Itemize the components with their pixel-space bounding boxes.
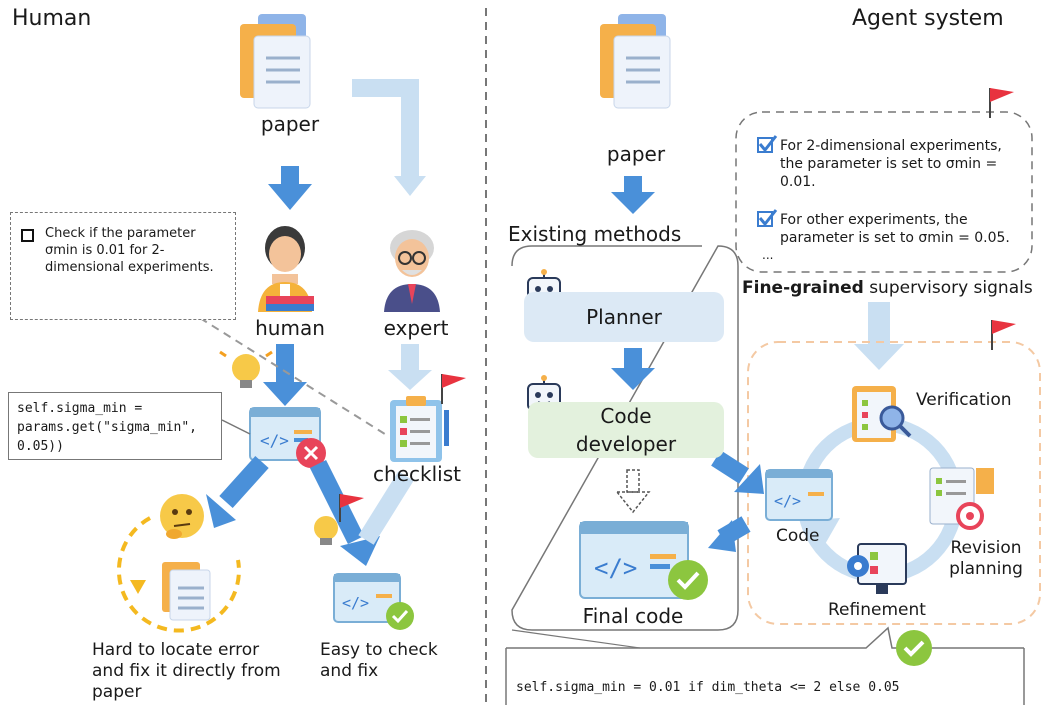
paper-label: paper [260, 112, 320, 136]
note-connector [199, 317, 389, 437]
thinking-face-icon [160, 494, 204, 539]
flag-icon-cycle [991, 320, 1016, 350]
verification-icon [852, 386, 912, 442]
planner-box: Planner [524, 292, 724, 342]
lightbulb-icon [219, 350, 273, 388]
paper-icon [240, 14, 311, 109]
existing-methods-label: Existing methods [508, 222, 682, 246]
arrow-paper-existing [611, 176, 655, 214]
svg-text:</>: </> [594, 554, 637, 582]
revision-label: Revision planning [949, 538, 1023, 579]
final-code-label: Final code [582, 604, 684, 628]
fixed-code-callout-top [506, 626, 1024, 649]
wrong-code-line-3: 0.05)) [17, 439, 64, 454]
arrow-cycle-final [708, 516, 751, 552]
lightbulb-icon-small [314, 516, 338, 545]
check-note-box: Check if the parameter σmin is 0.01 for … [10, 212, 236, 320]
signals-caption: Fine-grained supervisory signals [742, 278, 1033, 298]
human-icon [258, 226, 314, 312]
signal-item-2: For other experiments, the parameter is … [780, 212, 1010, 246]
refinement-icon [847, 543, 907, 594]
signal-more: ... [762, 248, 774, 262]
expert-icon [384, 230, 440, 312]
human-label: human [255, 316, 325, 340]
code-icon-cycle: </> [765, 469, 833, 521]
svg-text:</>: </> [260, 431, 289, 450]
paper-icon-right [600, 14, 671, 109]
arrow-developer-cycle [711, 450, 764, 494]
checklist-icon [390, 396, 449, 462]
code-window-ok-icon: </> [333, 573, 401, 623]
easy-label: Easy to check and fix [320, 640, 438, 681]
existing-methods-frame [511, 245, 739, 631]
revision-planning-icon [929, 467, 994, 530]
flag-icon-small [339, 494, 364, 522]
agent-heading: Agent system [852, 6, 1004, 31]
code-callout-line [221, 419, 251, 435]
arrow-developer-final [615, 469, 651, 514]
paper-icon-small [162, 562, 211, 621]
developer-box: Code developer [528, 402, 724, 458]
arrow-expert-checklist [388, 344, 432, 390]
human-heading: Human [12, 6, 92, 31]
arrow-planner-developer [611, 348, 655, 390]
checkbox-icon-1 [757, 135, 778, 153]
paper-label-right: paper [606, 142, 666, 166]
arrow-code-easy [309, 459, 380, 566]
flag-icon [441, 374, 466, 404]
arrow-paper-human [268, 166, 312, 210]
arrow-code-hard [206, 455, 269, 528]
expert-label: expert [383, 316, 449, 340]
hard-label: Hard to locate error and fix it directly… [92, 640, 281, 702]
checkbox-square [21, 229, 34, 242]
check-note-text: Check if the parameter σmin is 0.01 for … [45, 226, 214, 275]
check-circle-icon [386, 602, 414, 630]
developer-label: Code developer [575, 404, 677, 456]
signals-frame [735, 111, 1033, 273]
signal-item-1: For 2-dimensional experiments, the param… [780, 138, 1002, 190]
error-x-icon [296, 438, 326, 468]
signals-caption-rest: supervisory signals [869, 278, 1033, 298]
arrow-checklist-easy [358, 471, 414, 545]
planner-label: Planner [586, 305, 662, 329]
arrow-paper-expert [352, 79, 426, 196]
flag-icon-signals [989, 88, 1014, 118]
arrow-signals-cycle [854, 302, 904, 370]
wrong-code-line-1: self.sigma_min = [17, 401, 143, 416]
confusion-loop [116, 516, 241, 633]
fixed-code-line: self.sigma_min = 0.01 if dim_theta <= 2 … [516, 680, 900, 695]
code-label: Code [776, 526, 820, 546]
svg-text:</>: </> [342, 594, 369, 612]
checkbox-icon-2 [757, 209, 778, 227]
check-circle-icon-final [668, 560, 708, 600]
checklist-label: checklist [373, 462, 461, 486]
refinement-label: Refinement [828, 600, 926, 620]
signals-caption-bold: Fine-grained [742, 278, 864, 298]
svg-text:</>: </> [774, 492, 801, 510]
wrong-code-line-2: params.get("sigma_min", [17, 420, 198, 435]
wrong-code-box: self.sigma_min = params.get("sigma_min",… [8, 392, 222, 460]
verification-label: Verification [916, 390, 1012, 410]
check-circle-icon-bottom [896, 630, 932, 666]
